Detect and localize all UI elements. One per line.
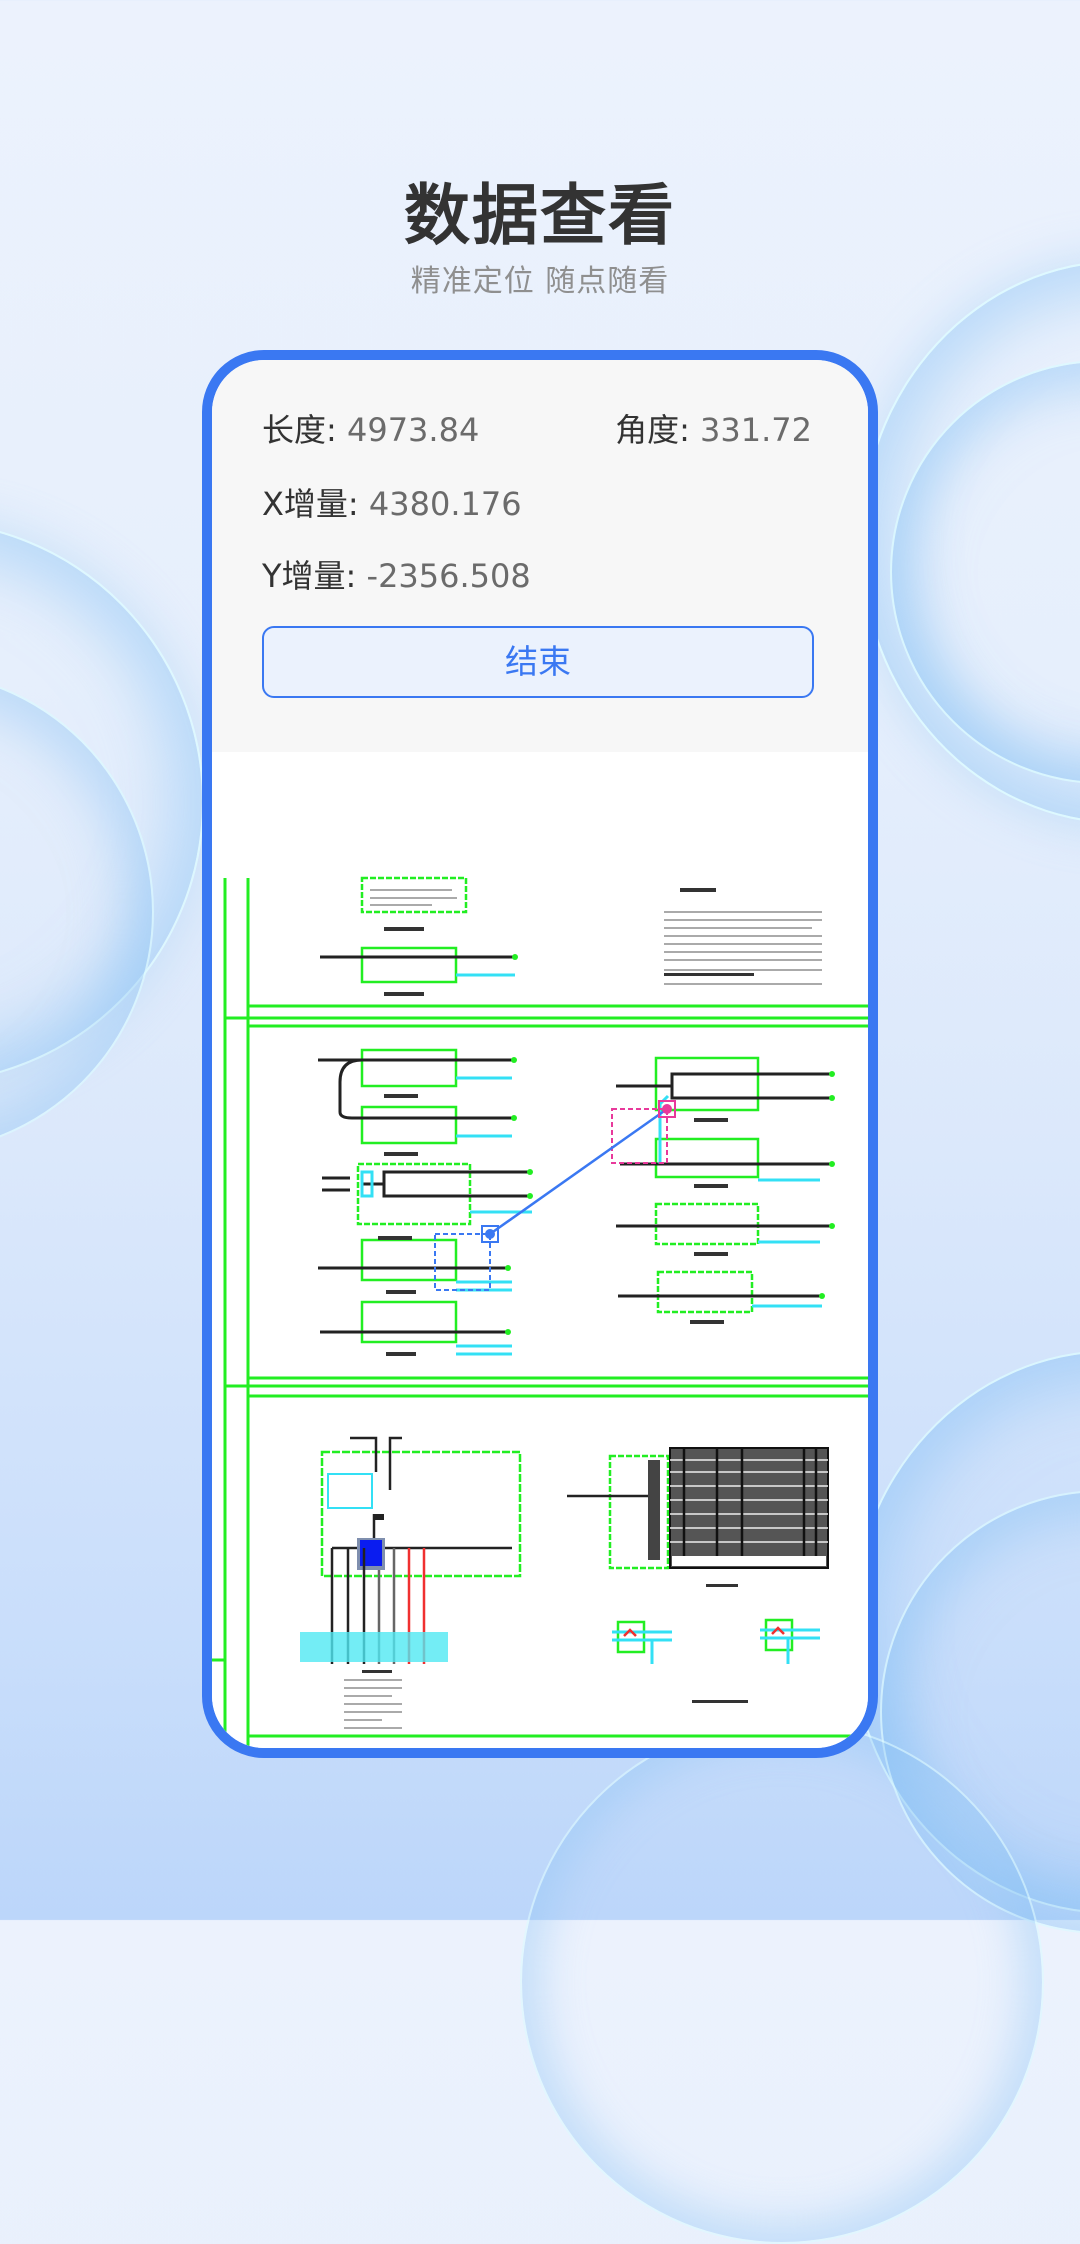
measurement-panel: 长度: 4973.84 角度: 331.72 X增量: 4380.176 Y增量… <box>212 360 868 752</box>
length-label: 长度: <box>262 411 347 449</box>
frame-lines <box>212 878 868 1748</box>
end-point-marker <box>658 1100 676 1118</box>
background-ring <box>520 1720 1044 2244</box>
phone-mockup: 长度: 4973.84 角度: 331.72 X增量: 4380.176 Y增量… <box>202 350 878 1758</box>
x-delta-readout: X增量: 4380.176 <box>262 479 522 525</box>
x-delta-label: X增量: <box>262 485 369 523</box>
page-title: 数据查看 <box>404 177 676 254</box>
angle-value: 331.72 <box>700 411 812 449</box>
background-ring <box>860 260 1080 824</box>
page-subtitle: 精准定位 随点随看 <box>410 264 670 299</box>
measure-line <box>489 1107 668 1236</box>
angle-readout: 角度: 331.72 <box>615 405 812 451</box>
section-1 <box>320 876 822 996</box>
y-delta-value: -2356.508 <box>366 557 531 595</box>
measurement-overlay <box>434 1100 676 1291</box>
x-delta-value: 4380.176 <box>368 485 522 523</box>
background-ring <box>0 670 154 1154</box>
length-value: 4973.84 <box>346 411 480 449</box>
end-measurement-button[interactable]: 结束 <box>262 626 814 698</box>
background-ring <box>0 520 204 1084</box>
background-ring <box>880 1490 1080 1934</box>
section-2 <box>318 1048 835 1356</box>
background-ring <box>890 360 1080 784</box>
cad-drawing <box>212 876 868 1748</box>
section-3 <box>300 1436 829 1729</box>
y-delta-readout: Y增量: -2356.508 <box>262 551 531 597</box>
detail-a <box>612 1620 672 1664</box>
detail-b <box>760 1618 820 1664</box>
angle-label: 角度: <box>615 411 701 449</box>
cad-drawing-canvas[interactable] <box>212 752 868 1748</box>
y-delta-label: Y增量: <box>262 557 367 595</box>
start-point-marker <box>481 1225 499 1243</box>
length-readout: 长度: 4973.84 <box>262 405 479 451</box>
background-ring <box>850 1350 1080 1914</box>
